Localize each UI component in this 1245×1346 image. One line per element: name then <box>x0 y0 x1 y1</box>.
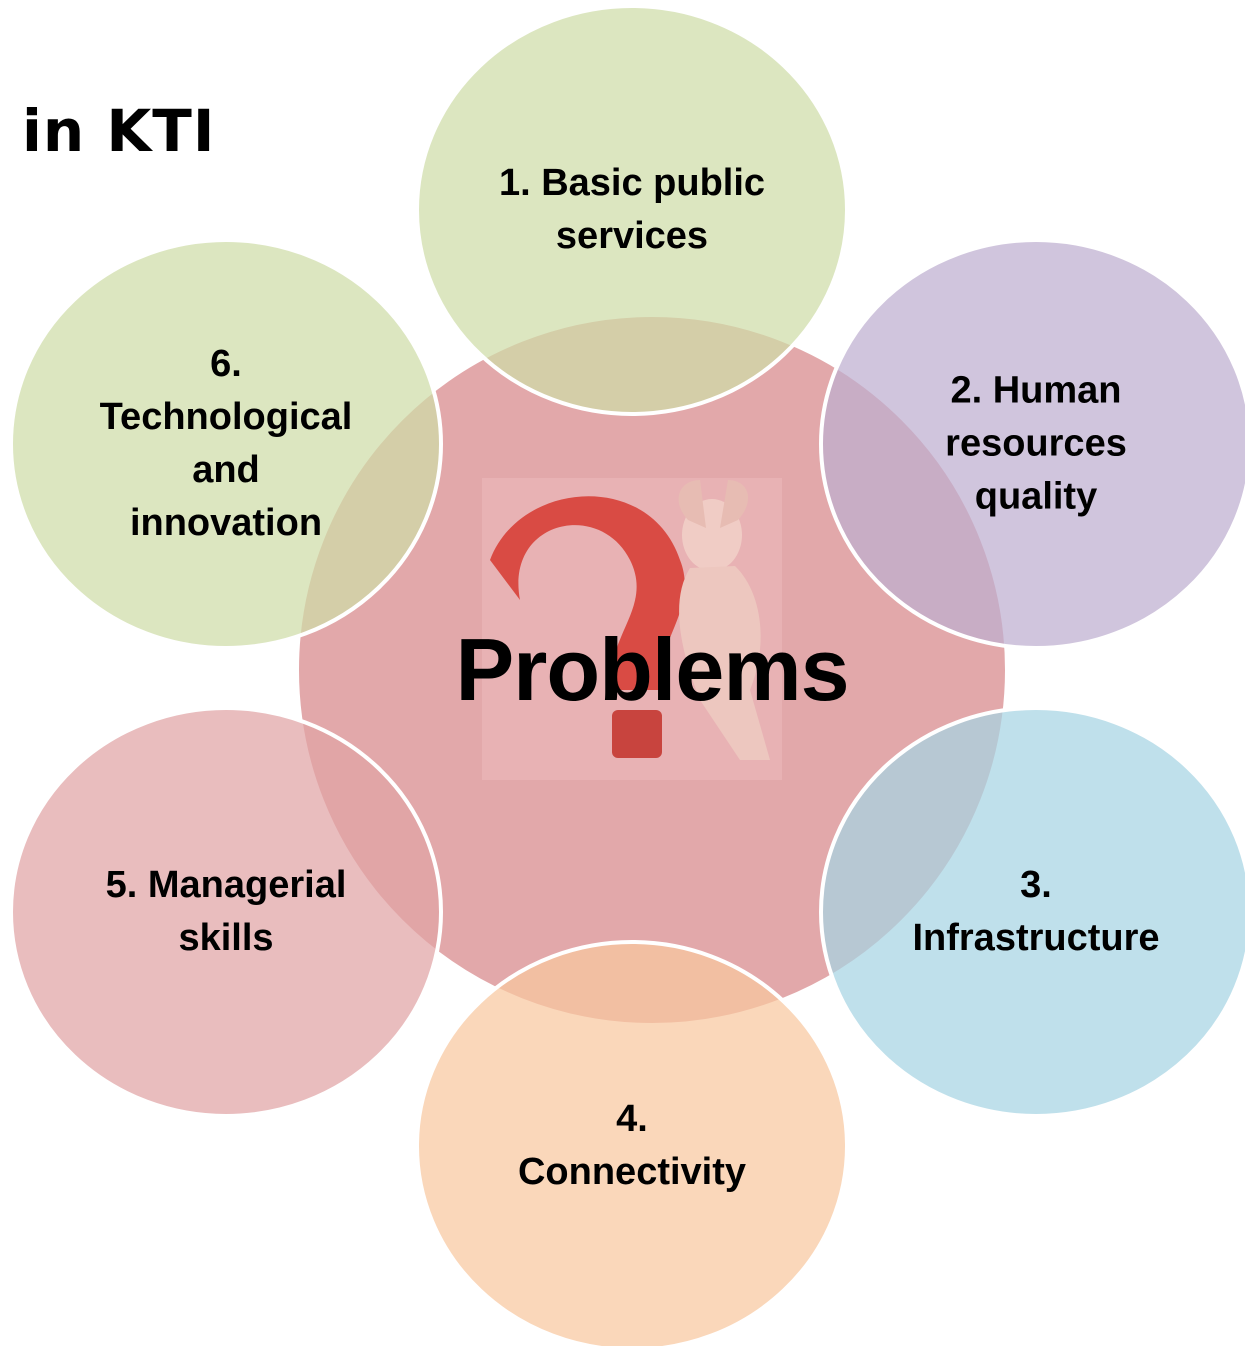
node-label-line: resources <box>945 422 1127 465</box>
node-circle-human-resources-quality <box>819 238 1245 650</box>
node-label-infrastructure: 3. Infrastructure <box>912 859 1159 965</box>
node-circle-basic-public-services <box>415 4 849 416</box>
node-label-line: Technological <box>99 396 353 438</box>
node-label-managerial-skills: 5. Managerial skills <box>106 859 347 965</box>
node-label-line: innovation <box>129 502 323 544</box>
node-label-basic-public-services: 1. Basic public services <box>499 157 765 263</box>
node-label-line: and <box>192 449 260 491</box>
node-label-line: 3. <box>1020 864 1052 906</box>
question-mark-person-icon <box>482 478 782 780</box>
node-label-connectivity: 4. Connectivity <box>518 1093 746 1199</box>
node-circle-connectivity <box>415 940 849 1346</box>
node-label-line: Connectivity <box>517 1151 747 1193</box>
corner-title: in KTI <box>22 97 216 165</box>
node-label-line: 6. <box>210 343 242 385</box>
node-label-line: 2. Human <box>950 369 1122 412</box>
node-circle-technological-innovation <box>9 238 443 650</box>
node-label-line: services <box>555 215 709 257</box>
node-label-line: 1. Basic public <box>498 162 766 204</box>
node-label-line: skills <box>178 917 274 959</box>
node-circle-managerial-skills <box>9 706 443 1118</box>
node-label-human-resources-quality: 2. Human resources quality <box>945 365 1127 524</box>
center-label: Problems <box>455 620 849 719</box>
node-label-line: 5. Managerial <box>105 864 347 906</box>
node-label-line: quality <box>974 475 1098 518</box>
node-label-line: Infrastructure <box>912 917 1160 959</box>
node-circle-infrastructure <box>819 706 1245 1118</box>
node-label-technological-innovation: 6. Technological and innovation <box>100 338 353 550</box>
node-label-line: 4. <box>616 1098 648 1140</box>
